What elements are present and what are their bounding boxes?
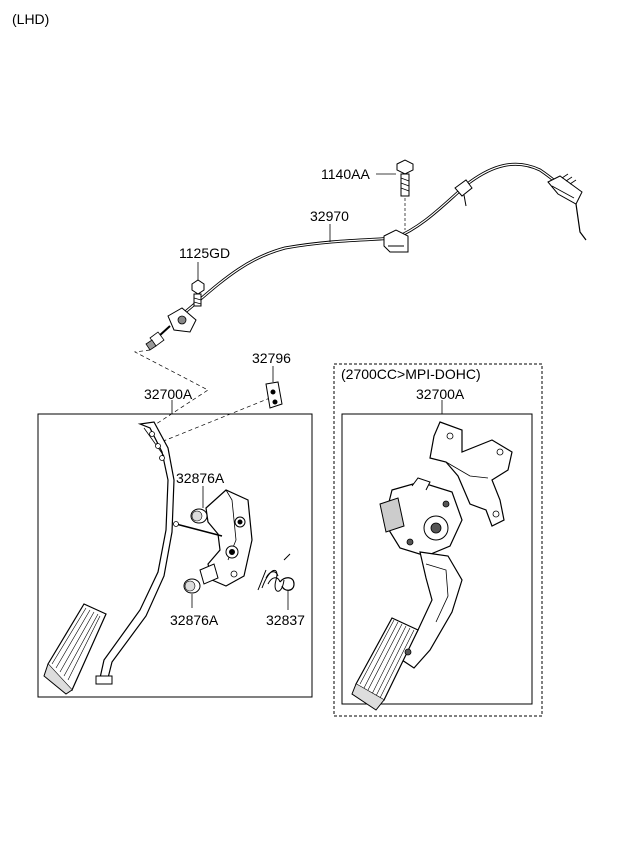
bushing-lower-icon (183, 578, 201, 594)
callout-32876a-lower: 32876A (170, 612, 219, 628)
pedal-assembly-frame (37, 413, 313, 698)
bolt-1140aa-icon (396, 159, 414, 197)
variant-mounting-bracket (429, 421, 513, 527)
pedal-pad-left (43, 603, 107, 695)
variant-pedal-sensor (379, 477, 463, 557)
callout-32700a: 32700A (144, 386, 193, 402)
spring-clip-icon (279, 577, 295, 591)
callout-32837: 32837 (266, 612, 305, 628)
callout-1125gd: 1125GD (179, 245, 231, 261)
variant-label: (LHD) (12, 11, 50, 27)
pedal-bracket (199, 489, 253, 587)
bracket-32796-icon (265, 381, 283, 409)
variant-box-title: (2700CC>MPI-DOHC) (341, 366, 481, 382)
variant-box-part: 32700A (416, 386, 465, 402)
callout-1140aa: 1140AA (321, 166, 370, 182)
callout-32796: 32796 (252, 350, 291, 366)
callout-32876a-upper: 32876A (176, 470, 225, 486)
bushing-upper-icon (190, 508, 208, 524)
return-spring-icon (257, 553, 291, 592)
variant-pedal-arm (401, 551, 463, 669)
bolt-1125gd-icon (191, 279, 205, 307)
variant-inner-frame (341, 413, 533, 705)
callout-32970: 32970 (310, 208, 349, 224)
accelerator-cable (145, 162, 587, 351)
pedal-pad-variant (351, 617, 419, 711)
pedal-arm (95, 421, 175, 685)
